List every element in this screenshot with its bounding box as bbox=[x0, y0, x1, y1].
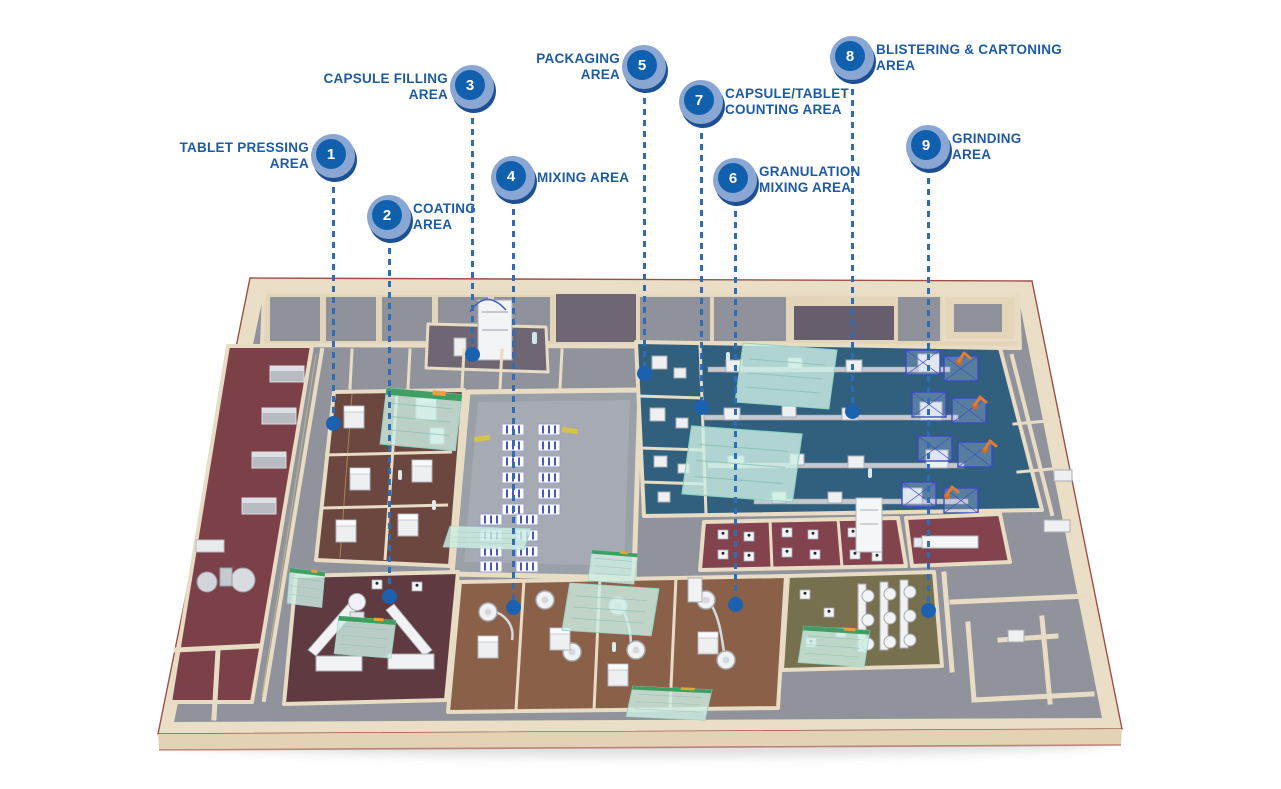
zone-capsule-filling bbox=[424, 298, 550, 374]
zone-loading-strip bbox=[168, 344, 314, 704]
zone-coating bbox=[282, 568, 460, 706]
corridor-details bbox=[261, 353, 1073, 697]
zone-grinding bbox=[780, 570, 944, 672]
zone-warehouse bbox=[442, 387, 643, 581]
zone-counting-rooms bbox=[698, 497, 1012, 572]
zone-top-rooms bbox=[260, 290, 1022, 350]
zone-mixing-granulation bbox=[446, 550, 788, 720]
zone-packaging-blistering bbox=[634, 340, 1044, 518]
partition-walls bbox=[173, 347, 1095, 721]
zone-tablet-pressing bbox=[314, 388, 466, 568]
